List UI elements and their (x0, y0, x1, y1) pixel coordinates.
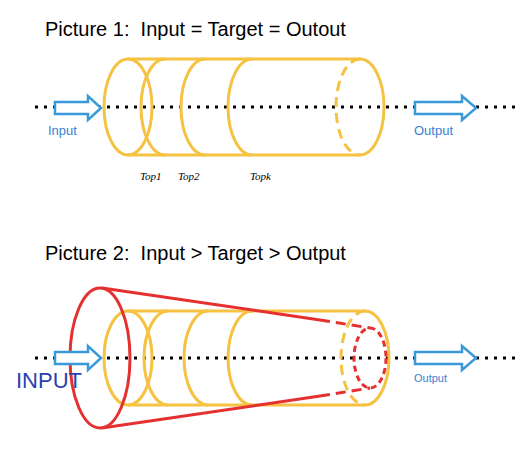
input-arrow (55, 96, 101, 120)
input-arrow (55, 346, 101, 370)
output-arrow (415, 346, 476, 370)
ring-label: Top1 (140, 170, 162, 183)
cylinder (104, 59, 384, 155)
output-arrow (415, 96, 476, 120)
arrow-label: INPUT (16, 368, 82, 393)
ring-label: Topk (250, 170, 271, 183)
arrow-label: Output (414, 372, 447, 385)
ring-label: Top2 (178, 170, 200, 183)
picture-heading: Picture 2: Input > Target > Output (45, 242, 346, 265)
cylinder (104, 311, 389, 405)
picture-heading: Picture 1: Input = Target = Outout (45, 18, 346, 41)
cone (70, 288, 386, 428)
arrow-label: Input (48, 124, 77, 139)
arrow-label: Output (414, 124, 453, 139)
